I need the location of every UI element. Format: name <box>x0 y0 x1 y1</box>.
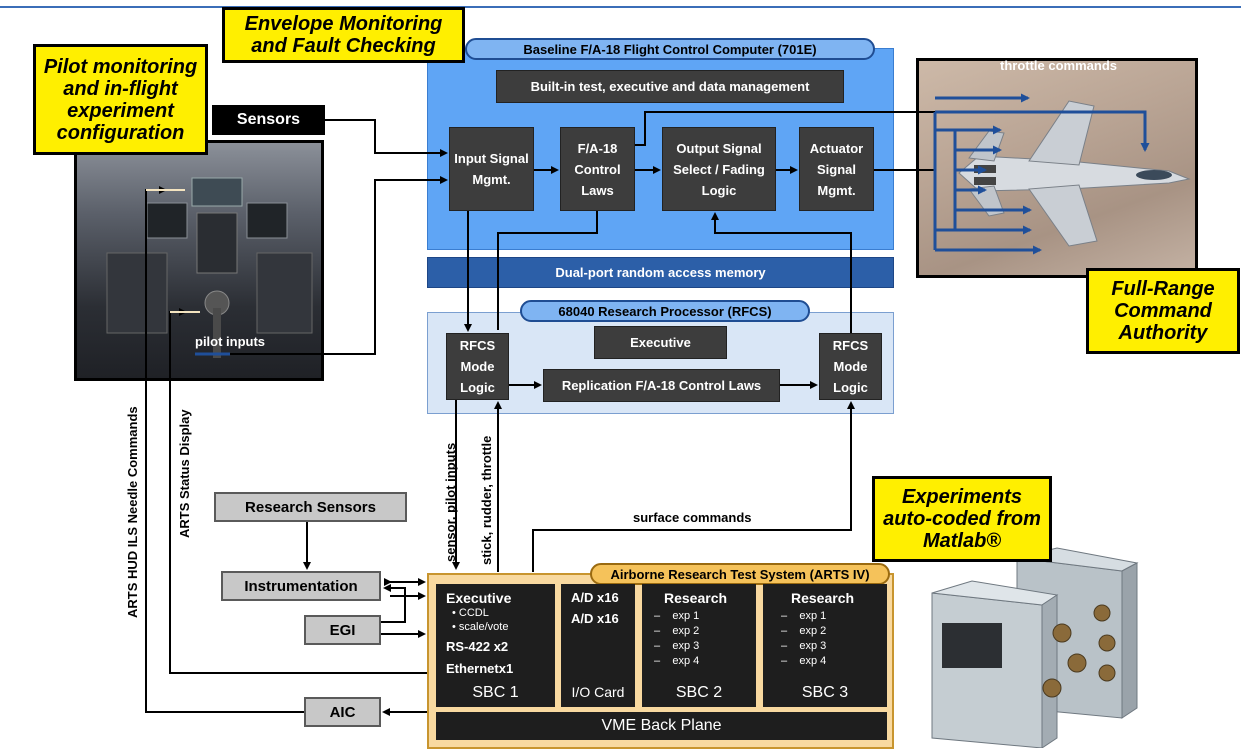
envelope-callout: Envelope Monitoring and Fault Checking <box>222 7 465 63</box>
arts-status-display-label: ARTS Status Display <box>177 409 192 538</box>
dpram-bar: Dual-port random access memory <box>427 257 894 288</box>
arts-hardware-photo <box>922 543 1142 749</box>
pilot-callout: Pilot monitoring and in-flight experimen… <box>33 44 208 155</box>
rfcs-to-laws-line <box>497 211 598 330</box>
io-line2: A/D x16 <box>571 611 619 626</box>
aircraft-arrow <box>935 110 1150 152</box>
experiments-callout: Experiments auto-coded from Matlab® <box>872 476 1052 562</box>
sbc2-card: Research – exp 1 – exp 2 – exp 3 – exp 4… <box>642 584 756 707</box>
rfcs-mode-logic-left: RFCS Mode Logic <box>446 333 509 400</box>
sbc3-list: – exp 1 – exp 2 – exp 3 – exp 4 <box>781 609 826 669</box>
output-signal-box: Output Signal Select / Fading Logic <box>662 127 776 211</box>
sbc2-item: – exp 4 <box>654 655 700 667</box>
input-signal-box: Input Signal Mgmt. <box>449 127 534 211</box>
sensors-box: Sensors <box>212 105 325 135</box>
sbc1-bullet: • CCDL <box>452 607 489 619</box>
actuator-signal-box: Actuator Signal Mgmt. <box>799 127 874 211</box>
sbc2-name: SBC 2 <box>675 684 723 701</box>
sbc3-card: Research – exp 1 – exp 2 – exp 3 – exp 4… <box>763 584 887 707</box>
cockpit-photo <box>74 140 324 381</box>
sbc3-item: – exp 2 <box>781 625 827 637</box>
vme-backplane: VME Back Plane <box>436 712 887 740</box>
sbc2-list: – exp 1 – exp 2 – exp 3 – exp 4 <box>654 609 699 669</box>
rfcs-title: 68040 Research Processor (RFCS) <box>520 300 810 322</box>
sbc1-ethernet: Ethernetx1 <box>446 661 514 676</box>
sbc3-name: SBC 3 <box>801 684 849 701</box>
top-rule <box>0 6 1241 8</box>
research-sensors-box: Research Sensors <box>214 492 407 522</box>
aircraft-icon <box>958 100 1191 247</box>
rfcs-executive-box: Executive <box>594 326 727 359</box>
sbc2-item: – exp 2 <box>654 625 700 637</box>
arts-hud-label: ARTS HUD ILS Needle Commands <box>125 406 140 618</box>
full-range-callout: Full-Range Command Authority <box>1086 268 1240 354</box>
sbc3-item: – exp 4 <box>781 655 827 667</box>
sbc2-item: – exp 1 <box>654 610 700 622</box>
sbc3-item: – exp 1 <box>781 610 827 622</box>
sbc1-card: Executive • CCDL • scale/vote RS-422 x2 … <box>436 584 555 707</box>
rfcs-to-output-arrow <box>711 212 852 333</box>
pilot-inputs-arrow <box>195 176 448 355</box>
bit-box: Built-in test, executive and data manage… <box>496 70 844 103</box>
rfcs-mode-logic-right: RFCS Mode Logic <box>819 333 882 400</box>
sbc2-heading: Research <box>664 590 728 606</box>
sbc3-item: – exp 3 <box>781 640 827 652</box>
sbc1-bullet: • scale/vote <box>452 621 509 633</box>
aic-box: AIC <box>304 697 381 727</box>
sbc3-heading: Research <box>791 590 855 606</box>
throttle-commands-label: throttle commands <box>1000 58 1118 73</box>
io-name: I/O Card <box>571 684 625 700</box>
surface-commands-arrow <box>532 401 855 572</box>
control-laws-box: F/A-18 Control Laws <box>560 127 635 211</box>
instrumentation-box: Instrumentation <box>221 571 381 601</box>
laws-to-throttle-line <box>635 111 935 146</box>
cockpit-icon <box>106 177 313 358</box>
io-card: A/D x16 A/D x16 I/O Card <box>561 584 635 707</box>
pilot-inputs-label: pilot inputs <box>195 334 266 349</box>
io-line1: A/D x16 <box>571 590 619 605</box>
replication-control-laws-box: Replication F/A-18 Control Laws <box>543 369 780 402</box>
status-display-line <box>169 308 427 674</box>
sbc2-item: – exp 3 <box>654 640 700 652</box>
sensors-arrow <box>325 119 448 157</box>
egi-instr-arrow <box>381 584 406 623</box>
sbc1-heading: Executive <box>446 590 512 606</box>
sbc1-name: SBC 1 <box>472 684 519 701</box>
aircraft-photo <box>916 58 1198 278</box>
arts-hardware-icon <box>931 547 1139 749</box>
fcc-title: Baseline F/A-18 Flight Control Computer … <box>465 38 875 60</box>
surface-commands-label: surface commands <box>633 510 752 525</box>
egi-box: EGI <box>304 615 381 645</box>
sensor-pilot-inputs-label: sensor, pilot inputs <box>443 442 458 562</box>
stick-rudder-throttle-label: stick, rudder, throttle <box>479 435 494 565</box>
sbc1-rs422: RS-422 x2 <box>446 639 509 654</box>
